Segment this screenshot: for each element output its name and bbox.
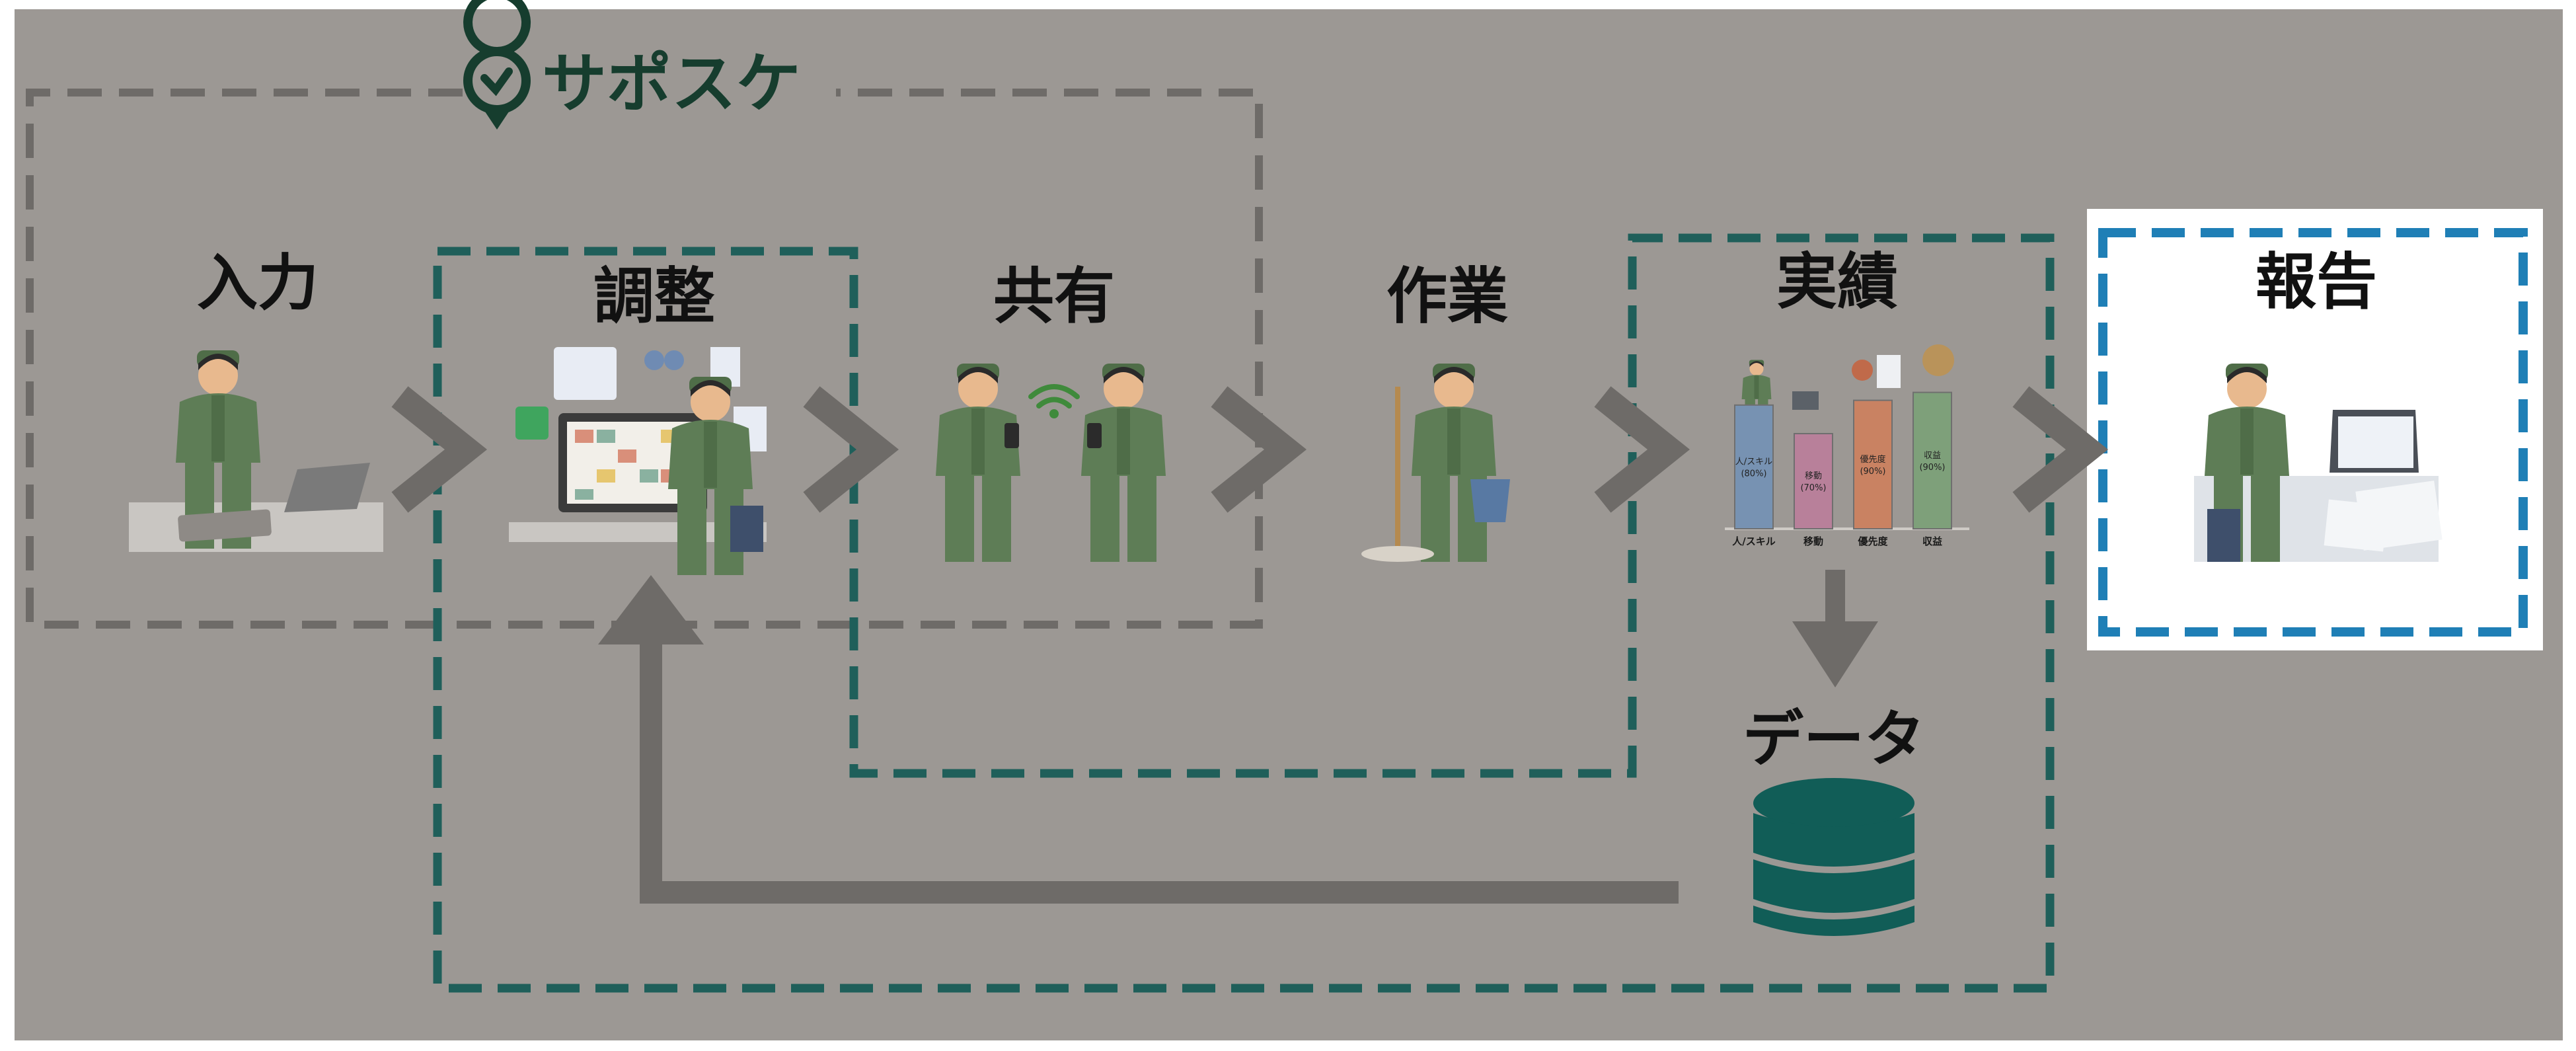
database-icon xyxy=(1753,778,1914,936)
step-label-input: 入力 xyxy=(197,248,319,319)
result-bar-chart: 人/スキル(80%)人/スキル移動(70%)移動優先度(90%)優先度収益(90… xyxy=(1725,344,1969,547)
chart-bar xyxy=(1913,391,1952,529)
step-label-share: 共有 xyxy=(993,261,1115,332)
data-store-label: データ xyxy=(1743,704,1925,775)
chevron-right-icon xyxy=(2012,386,2109,513)
saposuke-logo xyxy=(463,0,531,130)
arrow-up-icon xyxy=(598,575,704,644)
bar-percent-label: (90%) xyxy=(1919,463,1945,473)
chevron-right-icon xyxy=(391,386,488,513)
users-icon xyxy=(644,350,664,370)
chart-bar xyxy=(1853,399,1893,529)
list-icon xyxy=(1877,355,1901,388)
chevron-right-icon xyxy=(803,386,899,513)
bar-tick-label: 収益 xyxy=(1922,535,1942,547)
checklist-icon xyxy=(554,347,617,400)
arrow-down-icon xyxy=(1792,570,1878,687)
adjust-illustration xyxy=(509,347,767,575)
money-bag-icon xyxy=(1922,344,1954,376)
bar-inner-label: 移動 xyxy=(1805,471,1822,481)
bar-inner-label: 優先度 xyxy=(1860,454,1885,465)
laptop-icon xyxy=(284,463,370,512)
phone-icon xyxy=(1087,423,1102,448)
wifi-icon xyxy=(1028,384,1080,409)
report-panel xyxy=(2087,209,2543,650)
chevron-right-icon xyxy=(1594,386,1690,513)
chart-bar xyxy=(1734,404,1774,529)
check-icon xyxy=(515,407,549,440)
step-label-adjust: 調整 xyxy=(593,261,715,332)
step-label-work: 作業 xyxy=(1386,261,1508,332)
feedback-arrow xyxy=(598,575,1679,904)
bucket-icon xyxy=(1470,479,1510,522)
bar-inner-label: 人/スキル xyxy=(1735,457,1772,467)
share-illustration xyxy=(936,364,1166,562)
bar-percent-label: (70%) xyxy=(1800,483,1826,493)
brand-name: サポスケ xyxy=(542,46,801,122)
report-border xyxy=(2098,228,2528,637)
bar-tick-label: 優先度 xyxy=(1857,535,1888,547)
priority-icon xyxy=(1852,360,1873,381)
work-illustration xyxy=(1361,364,1510,562)
input-illustration xyxy=(129,350,383,552)
bar-percent-label: (90%) xyxy=(1860,467,1885,477)
bar-percent-label: (80%) xyxy=(1741,469,1766,479)
step-label-report: 報告 xyxy=(2255,247,2377,317)
report-illustration xyxy=(2194,364,2443,562)
tablet-icon xyxy=(178,509,272,542)
step-label-result: 実績 xyxy=(1776,247,1898,317)
phone-icon xyxy=(1004,423,1019,448)
bar-tick-label: 人/スキル xyxy=(1732,535,1775,547)
truck-icon xyxy=(1792,391,1819,410)
chart-bar xyxy=(1794,433,1833,529)
bar-tick-label: 移動 xyxy=(1803,535,1823,547)
report-document-icon xyxy=(2324,499,2388,552)
bar-inner-label: 収益 xyxy=(1924,451,1941,461)
chevron-right-icon xyxy=(1211,386,1307,513)
